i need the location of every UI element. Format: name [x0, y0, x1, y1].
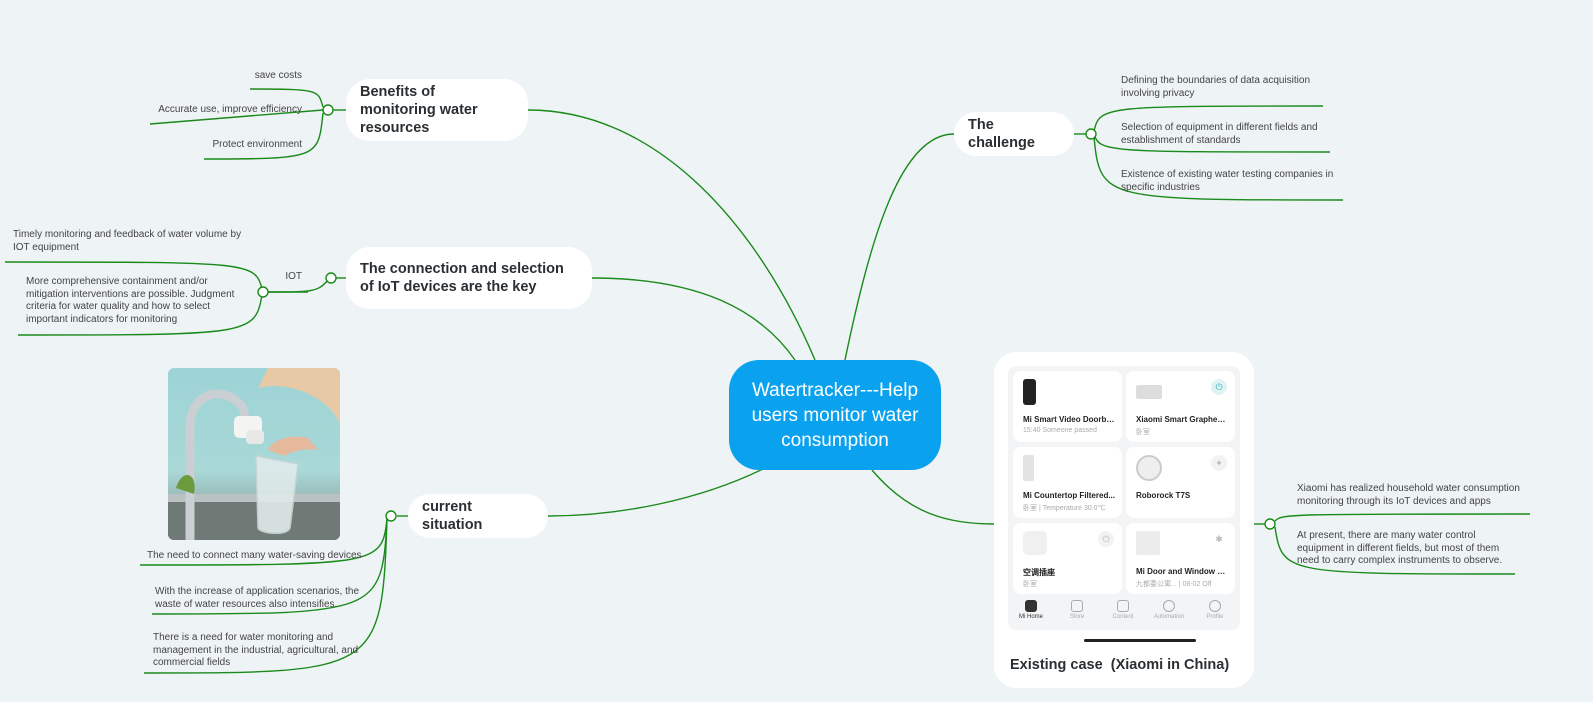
heater-icon: [1136, 385, 1162, 399]
leaf-connection-2: More comprehensive containment and/or mi…: [26, 276, 235, 325]
faucet-water-filter-photo: [168, 368, 340, 540]
topic-existing-case[interactable]: Mi Smart Video Doorbell... 15:40 Someone…: [994, 352, 1254, 688]
power-icon: ⏻: [1211, 379, 1227, 395]
device-tile: Mi Smart Video Doorbell... 15:40 Someone…: [1013, 371, 1122, 442]
topic-connection-label: The connection and selection of IoT devi…: [360, 261, 564, 295]
app-tab-bar: Mi Home Store Content Automation Profile: [1008, 600, 1240, 630]
automation-icon: [1163, 600, 1175, 612]
robot-vacuum-icon: [1136, 455, 1162, 481]
tab-store: Store: [1054, 600, 1100, 620]
profile-icon: [1209, 600, 1221, 612]
topic-existing-case-label: Existing case (Xiaomi in China): [1010, 657, 1230, 673]
leaf-challenge-3: Existence of existing water testing comp…: [1121, 169, 1334, 193]
tab-profile: Profile: [1192, 600, 1238, 620]
home-indicator: [1084, 639, 1196, 642]
leaf-benefit-3: Protect environment: [212, 139, 303, 150]
leaf-benefit-1: save costs: [254, 70, 302, 81]
plug-icon: [1023, 531, 1047, 555]
device-tile: Mi Countertop Filtered... 卧室 | Temperatu…: [1013, 447, 1122, 518]
faucet-illustration: [168, 368, 340, 540]
topic-connection[interactable]: The connection and selection of IoT devi…: [346, 247, 592, 309]
leaf-current-3: There is a need for water monitoring and…: [153, 632, 359, 668]
leaf-existing-2: At present, there are many water control…: [1297, 530, 1503, 566]
home-icon: [1025, 600, 1037, 612]
tab-automation: Automation: [1146, 600, 1192, 620]
topic-challenge[interactable]: The challenge: [954, 112, 1074, 156]
leaf-current-2: With the increase of application scenari…: [155, 586, 359, 610]
device-tile: ⏻ Xiaomi Smart Graphene... 卧室: [1126, 371, 1235, 442]
topic-current-situation[interactable]: current situation: [408, 494, 548, 538]
leaf-challenge-2: Selection of equipment in different fiel…: [1121, 122, 1318, 146]
tab-mi-home: Mi Home: [1008, 600, 1054, 620]
leaf-existing-1: Xiaomi has realized household water cons…: [1297, 483, 1520, 507]
store-icon: [1071, 600, 1083, 612]
leaf-connection-1: Timely monitoring and feedback of water …: [13, 229, 242, 253]
topic-current-label: current situation: [422, 499, 483, 533]
content-icon: [1117, 600, 1129, 612]
leaf-benefit-2: Accurate use, improve efficiency: [158, 104, 302, 115]
bluetooth-icon: ✱: [1215, 534, 1223, 544]
central-topic-label: Watertracker---Help users monitor water …: [751, 379, 919, 451]
leaf-challenge-1: Defining the boundaries of data acquisit…: [1121, 75, 1311, 99]
water-filter-icon: [1023, 455, 1034, 481]
sweep-icon: ✦: [1211, 455, 1227, 471]
xiaomi-app-screenshot: Mi Smart Video Doorbell... 15:40 Someone…: [1008, 366, 1240, 630]
topic-benefits-label: Benefits of monitoring water resources: [360, 84, 478, 136]
topic-challenge-label: The challenge: [968, 117, 1035, 151]
door-sensor-icon: [1136, 531, 1160, 555]
device-tile: ✱ Mi Door and Window Se... 九都委公寓... | 08…: [1126, 523, 1235, 594]
tab-content: Content: [1100, 600, 1146, 620]
leaf-current-1: The need to connect many water-saving de…: [147, 550, 362, 561]
power-icon: ⏻: [1098, 531, 1114, 547]
topic-benefits[interactable]: Benefits of monitoring water resources: [346, 79, 528, 141]
doorbell-icon: [1023, 379, 1036, 405]
device-tile: ✦ Roborock T7S: [1126, 447, 1235, 518]
central-topic[interactable]: Watertracker---Help users monitor water …: [729, 360, 941, 470]
leaf-iot-label: IOT: [285, 271, 302, 282]
device-tile: ⏻ 空调插座 卧室: [1013, 523, 1122, 594]
